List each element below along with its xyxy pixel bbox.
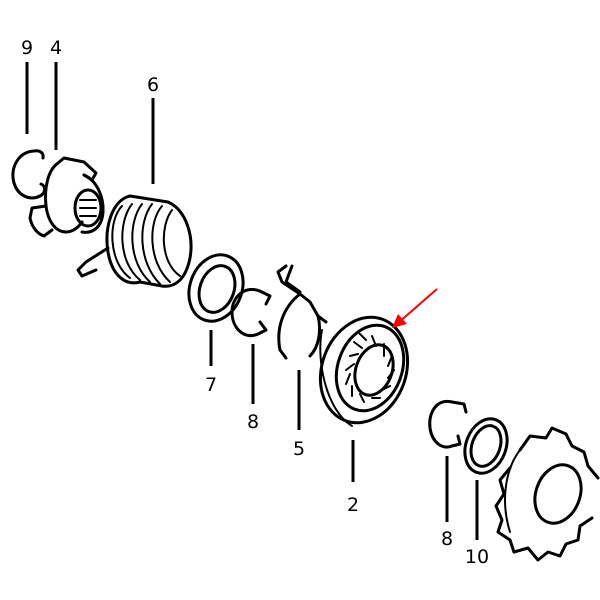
part-2-ratchet [318,315,410,427]
leader-lines [25,62,479,540]
callout-8-right: 8 [441,528,453,550]
part-10-washer [463,417,509,475]
part-8-circlip-left [230,288,272,337]
callout-7: 7 [205,374,217,396]
callout-5: 5 [293,438,305,460]
callout-10: 10 [465,546,489,568]
callout-8-left: 8 [247,411,259,433]
callout-6: 6 [147,74,159,96]
part-4-collar [28,156,105,238]
gear [494,426,600,562]
part-8-circlip-right [428,399,468,449]
callout-4: 4 [50,37,62,59]
callout-9: 9 [21,37,33,59]
part-7-washer [187,253,245,323]
highlight-arrow [392,288,438,328]
part-6-spring [76,194,193,288]
callout-2: 2 [347,494,359,516]
part-5-spring-clip [276,264,328,360]
part-9-circlip [11,149,47,200]
